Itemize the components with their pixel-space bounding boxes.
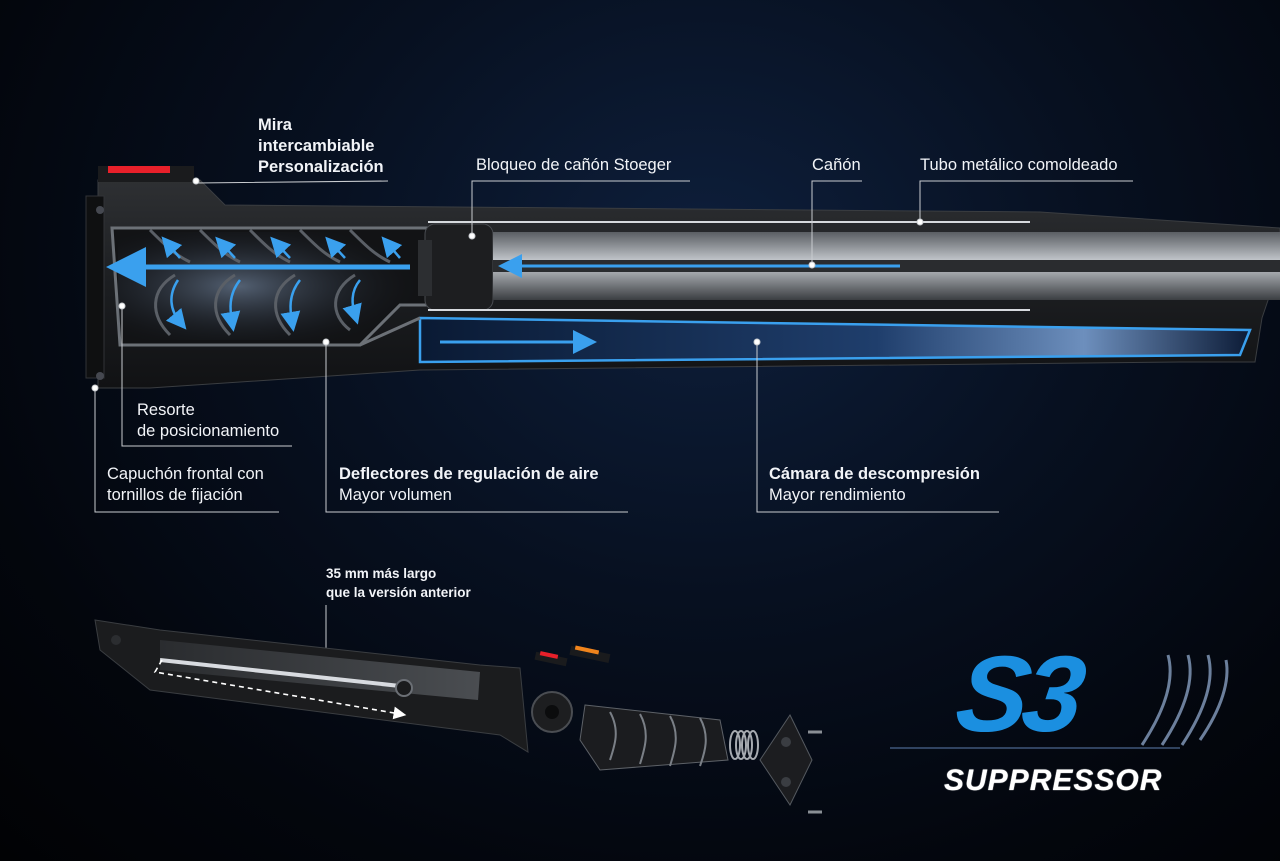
s3-logo-mark <box>890 654 1229 749</box>
label-front-cap: Capuchón frontal con tornillos de fijaci… <box>107 464 264 506</box>
label-chamber: Cámara de descompresión Mayor rendimient… <box>769 464 980 506</box>
label-longer-line-1: 35 mm más largo <box>326 566 437 581</box>
exploded-spring <box>729 730 759 760</box>
exploded-airflow <box>153 659 407 720</box>
airflow-arrows <box>161 236 403 332</box>
label-sight-line-2: intercambiable <box>258 137 375 155</box>
decompression-chamber <box>418 316 1252 364</box>
label-sight: Mira intercambiable Personalización <box>258 115 384 178</box>
label-metal-tube: Tubo metálico comoldeado <box>920 156 1118 174</box>
logo-wordmark: SUPPRESSOR <box>944 764 1163 797</box>
exploded-cap <box>759 713 813 807</box>
fixing-screw-icon <box>96 372 104 380</box>
label-spring-line-2: de posicionamiento <box>137 422 280 440</box>
label-barrel: Cañón <box>812 156 861 174</box>
fiber-optic-red <box>108 166 170 173</box>
leader-lines <box>91 177 1133 672</box>
label-deflectors-sub: Mayor volumen <box>339 486 452 504</box>
exploded-baffles <box>579 704 729 771</box>
label-spring-line-1: Resorte <box>137 401 195 419</box>
front-cap <box>85 195 105 379</box>
label-chamber-sub: Mayor rendimiento <box>769 486 906 504</box>
label-spring: Resorte de posicionamiento <box>137 400 279 442</box>
exploded-lock <box>531 691 573 733</box>
logo-mark-text: S3 <box>949 633 1087 754</box>
label-chamber-title: Cámara de descompresión <box>769 465 980 483</box>
label-longer: 35 mm más largo que la versión anterior <box>326 564 471 602</box>
label-front-cap-line-2: tornillos de fijación <box>107 486 243 504</box>
fixing-screw-icon <box>96 206 104 214</box>
label-deflectors: Deflectores de regulación de aire Mayor … <box>339 464 599 506</box>
label-front-cap-line-1: Capuchón frontal con <box>107 465 264 483</box>
label-barrel-lock: Bloqueo de cañón Stoeger <box>476 156 672 174</box>
label-longer-line-2: que la versión anterior <box>326 585 471 600</box>
exploded-view <box>94 619 822 814</box>
suppressor-cutaway <box>85 166 1280 389</box>
label-sight-line-1: Mira <box>258 116 292 134</box>
label-deflectors-title: Deflectores de regulación de aire <box>339 465 599 483</box>
barrel-lock <box>424 223 494 311</box>
spare-sights <box>534 645 611 667</box>
label-sight-line-3: Personalización <box>258 158 384 176</box>
